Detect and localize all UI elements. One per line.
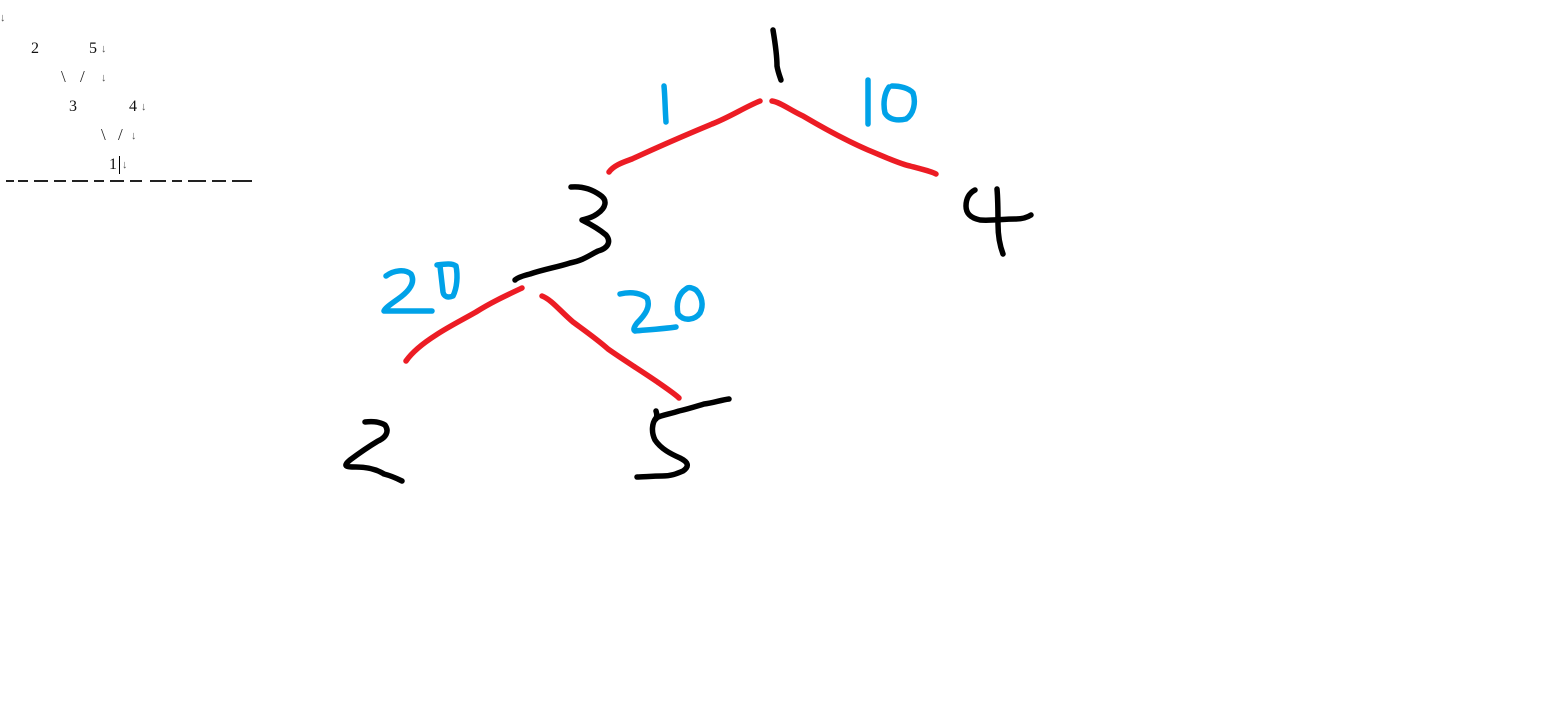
- edge-1-to-4: [769, 98, 939, 177]
- paragraph-mark: ↓: [101, 72, 107, 84]
- node-5: [634, 396, 732, 480]
- paragraph-mark: ↓: [131, 130, 137, 142]
- paragraph-mark: ↓: [0, 12, 6, 24]
- doc-tree-edge-slash: /: [80, 67, 85, 86]
- weight-root-to-3: [661, 83, 669, 125]
- paragraph-mark: ↓: [101, 43, 107, 55]
- doc-tree-node-5: 5: [89, 40, 97, 57]
- doc-tree-node-2: 2: [31, 40, 39, 57]
- doc-tree-node-4: 4: [129, 98, 137, 115]
- weight-3-to-5: [617, 284, 705, 334]
- paragraph-mark: ↓: [122, 159, 128, 171]
- weight-root-to-4: [865, 77, 918, 127]
- edge-1-to-3: [606, 98, 763, 175]
- edge-3-to-2: [403, 285, 525, 364]
- paragraph-mark: ↓: [141, 101, 147, 113]
- doc-tree-node-1: 1: [109, 156, 117, 173]
- doc-tree-edge-slash: /: [118, 125, 123, 144]
- edge-3-to-5: [539, 293, 682, 401]
- doc-tree-node-3: 3: [69, 98, 77, 115]
- node-2: [343, 418, 405, 484]
- tree-nodes: [343, 27, 1034, 484]
- doc-tree-edge-backslash: \: [101, 125, 106, 144]
- node-3: [512, 184, 612, 283]
- tree-edges: [403, 98, 939, 401]
- weight-3-to-2: [381, 261, 460, 314]
- edge-weights: [381, 77, 918, 334]
- text-caret: [119, 156, 120, 174]
- node-1: [770, 27, 784, 83]
- document-fragment: ↓ 2 5 ↓ \ / ↓ 3 4 ↓ \ / ↓ 1 ↓: [0, 0, 270, 190]
- clipped-text-line: [0, 180, 258, 186]
- node-4: [963, 186, 1034, 257]
- doc-tree-edge-backslash: \: [61, 67, 66, 86]
